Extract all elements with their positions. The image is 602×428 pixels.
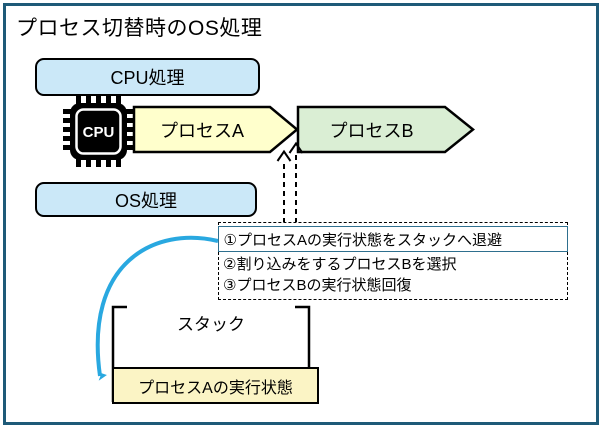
- stack-saved-state-text: プロセスAの実行状態: [138, 379, 293, 397]
- steps-2-3: ②割り込みをするプロセスBを選択 ③プロセスBの実行状態回復: [223, 254, 456, 296]
- page-title: プロセス切替時のOS処理: [16, 17, 263, 40]
- process-a-label: プロセスA: [159, 120, 244, 141]
- cpu-chip-icon: CPU: [63, 96, 134, 167]
- step-3-text: ③プロセスBの実行状態回復: [223, 277, 412, 294]
- cpu-lane-label: CPU処理: [110, 68, 185, 88]
- diagram-frame: [3, 3, 599, 425]
- process-b-arrow: [296, 105, 475, 154]
- save-to-stack-arrow: [95, 235, 219, 381]
- os-lane-box: OS処理: [35, 182, 257, 217]
- step-1-highlight-box: ①プロセスAの実行状態をスタックへ退避: [217, 226, 568, 252]
- interrupt-dashed-arrow: [276, 141, 304, 232]
- process-b-label: プロセスB: [329, 120, 414, 141]
- process-a-arrow: [132, 105, 299, 154]
- step-2-text: ②割り込みをするプロセスBを選択: [223, 256, 457, 273]
- os-lane-label: OS処理: [114, 190, 177, 211]
- os-steps-box: ①プロセスAの実行状態をスタックへ退避 ②割り込みをするプロセスBを選択 ③プロ…: [217, 222, 568, 300]
- stack-saved-state-box: プロセスAの実行状態: [112, 367, 319, 404]
- step-1-text: ①プロセスAの実行状態をスタックへ退避: [223, 231, 502, 249]
- cpu-icon-label: CPU: [83, 124, 115, 141]
- cpu-lane-box: CPU処理: [35, 58, 260, 96]
- stack-label: スタック: [177, 315, 245, 334]
